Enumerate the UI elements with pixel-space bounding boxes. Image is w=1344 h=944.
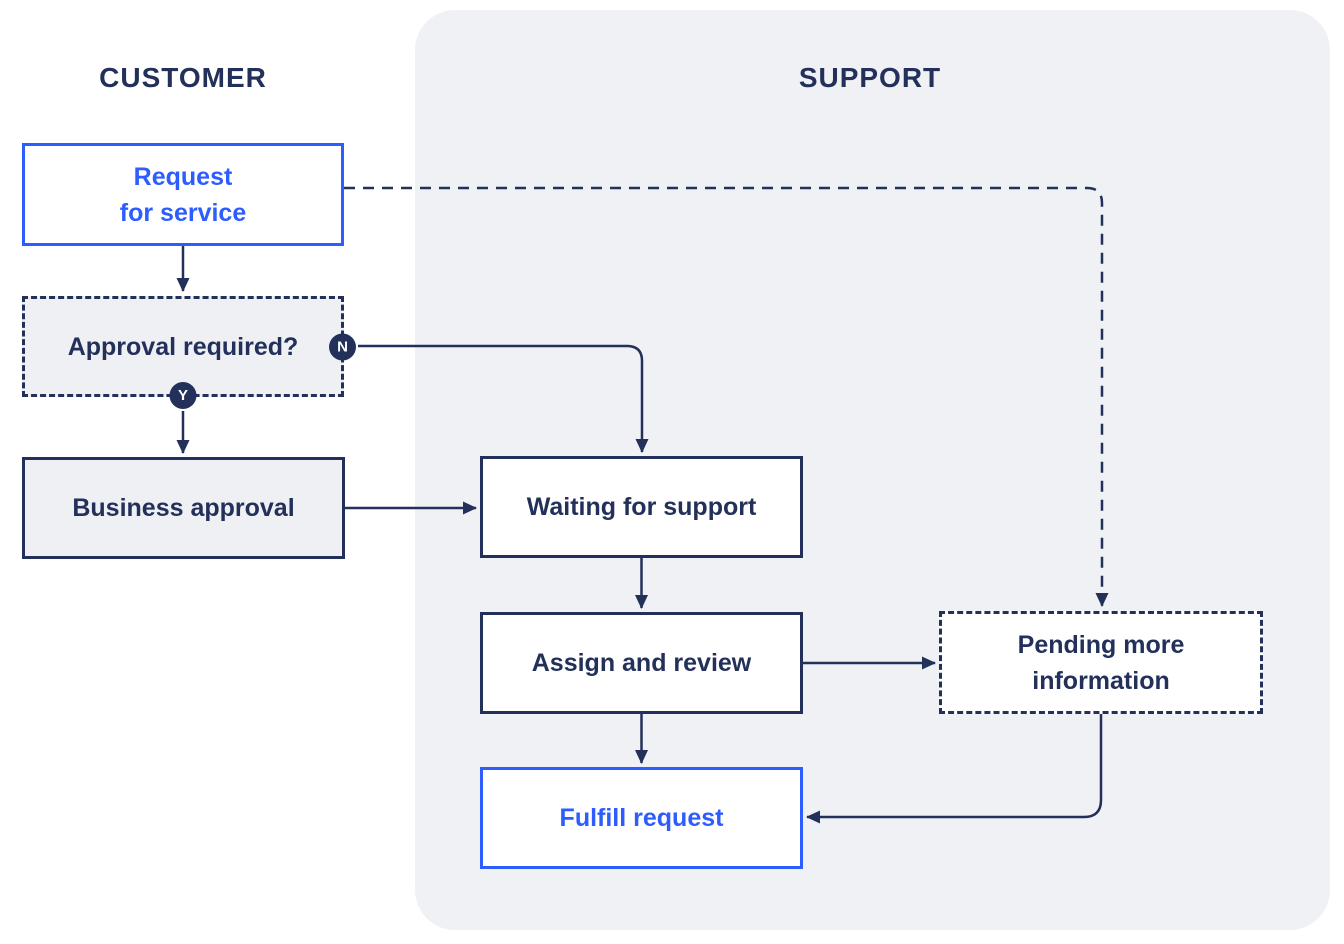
node-waiting-for-support: Waiting for support — [480, 456, 803, 558]
node-approval-required: Approval required? N Y — [22, 296, 356, 409]
badge-yes: Y — [169, 382, 197, 409]
node-business-approval-label: Business approval — [72, 494, 295, 522]
node-request-for-service: Request for service — [22, 143, 344, 246]
lane-title-customer: CUSTOMER — [99, 62, 267, 93]
node-fulfill-request-label: Fulfill request — [559, 804, 724, 832]
node-approval-required-label: Approval required? — [67, 332, 299, 361]
node-business-approval: Business approval — [22, 457, 345, 559]
node-request-for-service-label: Request for service — [119, 162, 247, 227]
node-assign-and-review: Assign and review — [480, 612, 803, 714]
node-pending-more-information-label: Pending more information — [1017, 630, 1185, 695]
node-assign-and-review-label: Assign and review — [531, 649, 752, 677]
badge-no: N — [329, 333, 356, 360]
node-pending-more-information: Pending more information — [939, 611, 1263, 714]
lane-title-support: SUPPORT — [798, 62, 942, 93]
node-waiting-for-support-label: Waiting for support — [526, 493, 757, 521]
node-fulfill-request: Fulfill request — [480, 767, 803, 869]
